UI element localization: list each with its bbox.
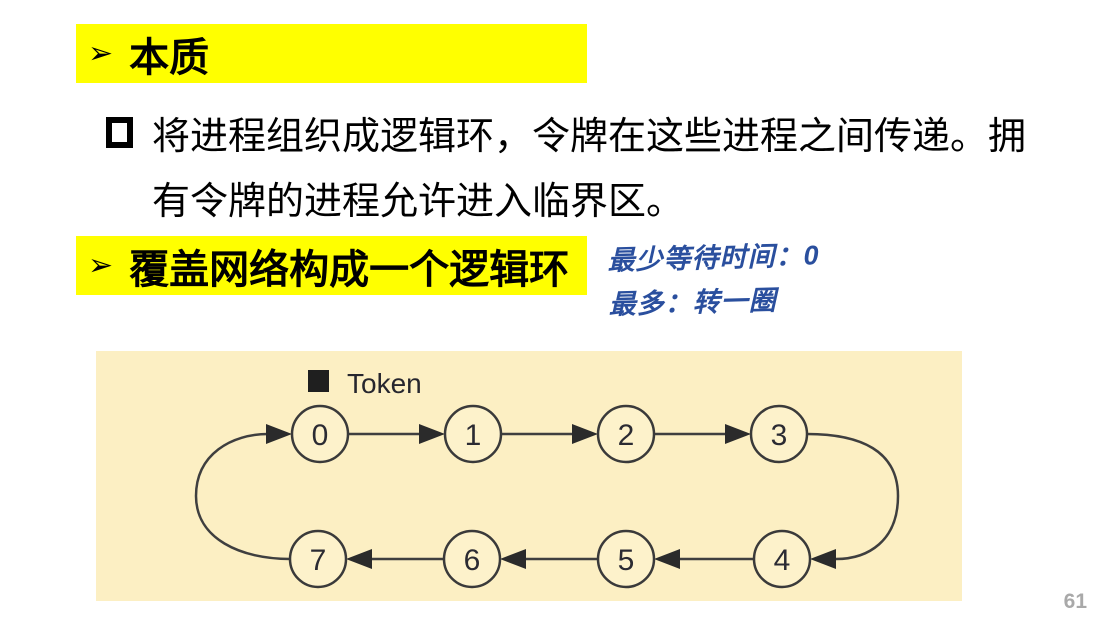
node-circle-6 (442, 529, 502, 589)
square-bullet-icon (106, 117, 133, 148)
node-circle-3 (749, 404, 809, 464)
node-label: 7 (310, 544, 327, 577)
node-label: 3 (771, 419, 788, 452)
node-circle-2 (596, 404, 656, 464)
node-circle-0 (290, 404, 350, 464)
node-circle-1 (443, 404, 503, 464)
node-label: 6 (464, 544, 481, 577)
handwritten-annotation: 最少等待时间：0 最多：转一圈 (607, 230, 821, 324)
token-legend-label: Token (347, 368, 422, 399)
ring-nodes (288, 404, 812, 589)
node-label: 5 (618, 544, 635, 577)
ring-node-labels: 0 1 2 3 7 6 5 4 (310, 419, 791, 577)
node-label: 0 (312, 419, 329, 452)
body-line-1: 将进程组织成逻辑环，令牌在这些进程之间传递。拥 (152, 116, 1027, 158)
node-label: 2 (618, 419, 635, 452)
node-circle-4 (752, 529, 812, 589)
token-ring-svg: Token (194, 368, 900, 589)
ring-arrowheads (266, 424, 836, 569)
ring-edges (194, 432, 900, 561)
node-circle-5 (596, 529, 656, 589)
page-number: 61 (1063, 590, 1087, 613)
header-overlay-ring-label: 覆盖网络构成一个逻辑环 (129, 247, 570, 292)
node-label: 1 (465, 419, 482, 452)
annotation-line-1: 最少等待时间：0 (607, 239, 820, 276)
body-line-2: 有令牌的进程允许进入临界区。 (152, 181, 685, 223)
header-essence: ➢ 本质 (76, 24, 587, 83)
arrow-bullet-icon: ➢ (88, 248, 114, 282)
token-square-icon (308, 370, 329, 392)
header-overlay-ring: ➢ 覆盖网络构成一个逻辑环 (76, 236, 587, 295)
header-essence-label: 本质 (129, 35, 210, 80)
node-circle-7 (288, 529, 348, 589)
node-label: 4 (774, 544, 791, 577)
token-ring-diagram: Token (96, 351, 962, 601)
annotation-line-2: 最多：转一圈 (608, 284, 778, 320)
arrow-bullet-icon: ➢ (88, 36, 114, 70)
body-paragraph: 将进程组织成逻辑环，令牌在这些进程之间传递。拥 有令牌的进程允许进入临界区。 (152, 100, 1072, 230)
